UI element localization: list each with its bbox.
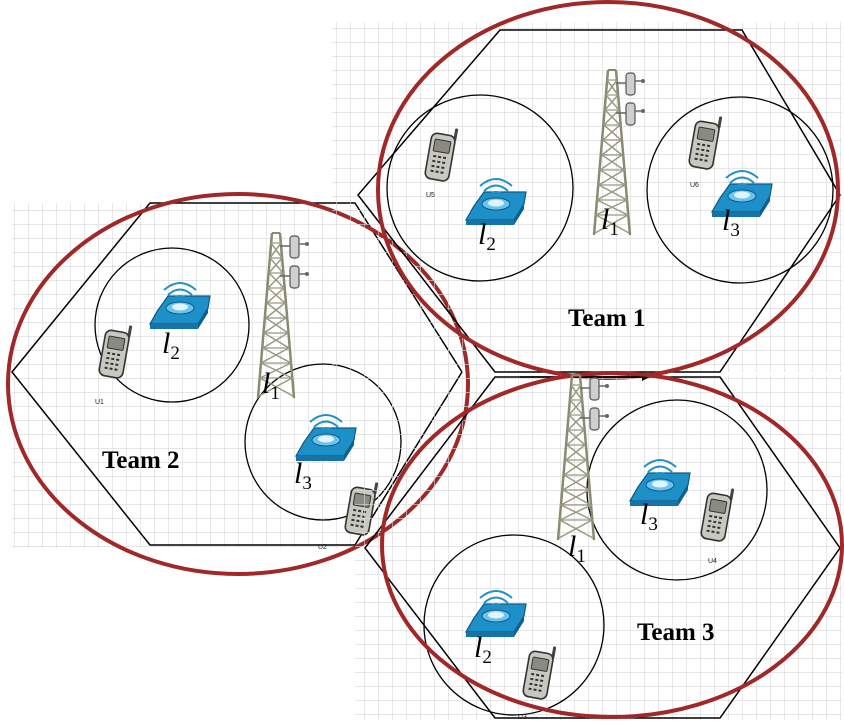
location-label-l2: l2 [474,631,492,668]
team-2-subcell-left [94,247,250,403]
team-1-subcell-right [646,96,834,284]
team-1-label: Team 1 [568,305,646,332]
team-1-subcell-left [386,94,574,282]
user-label: U3 [518,714,527,721]
location-label-l2: l2 [162,327,180,364]
team-1-cell: l2 l1 l3 U5 U6 Team 1 [332,0,842,380]
location-label-l3: l3 [640,498,658,535]
user-label: U2 [318,544,327,551]
user-label: U5 [426,192,435,199]
team-3-boundary [380,371,844,719]
team-1-hexagon [357,29,841,373]
user-label: U6 [690,182,699,189]
team-2-label: Team 2 [102,447,180,474]
location-label-l1: l1 [601,203,619,240]
team-3-subcell-left [423,534,605,716]
user-label: U1 [95,399,104,406]
location-label-l3: l3 [294,457,312,494]
location-label-l1: l1 [262,367,280,404]
user-label: U4 [708,558,717,565]
location-label-l1: l1 [568,530,586,567]
team-3-label: Team 3 [637,619,715,646]
location-label-l2: l2 [478,218,496,255]
team-3-cell: l2 l1 l3 U3 U4 Team 3 [355,371,844,721]
location-label-l3: l3 [722,204,740,241]
